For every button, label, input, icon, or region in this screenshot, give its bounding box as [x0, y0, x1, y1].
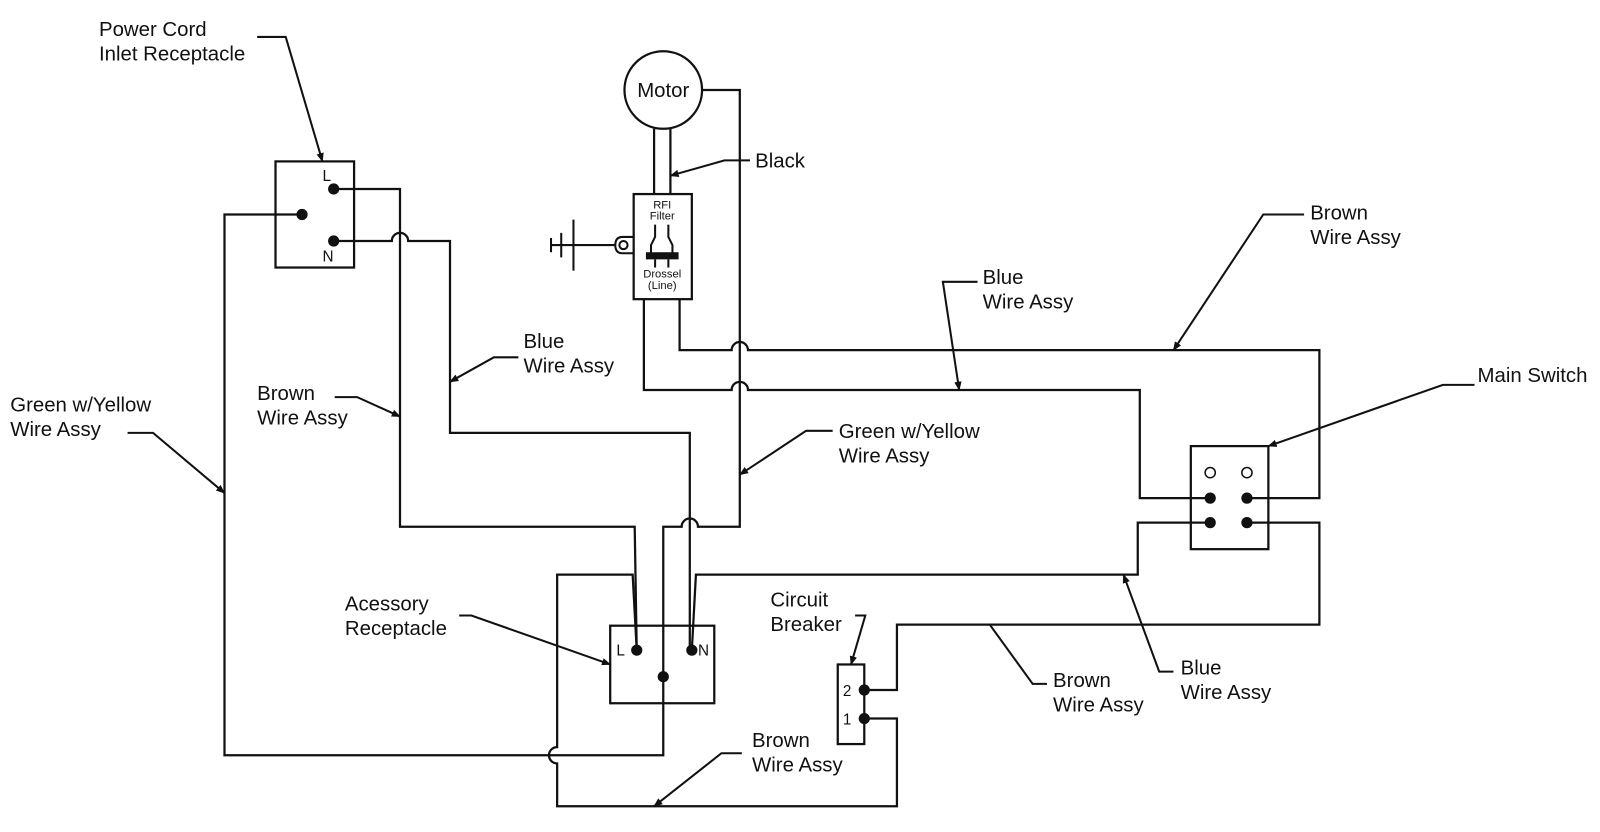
svg-text:Wire Assy: Wire Assy	[839, 445, 930, 467]
leader-black	[669, 159, 750, 177]
motor-label: Motor	[637, 80, 689, 102]
wire-brown-rfi-switch	[678, 299, 1321, 500]
svg-text:Green w/Yellow: Green w/Yellow	[10, 394, 151, 416]
wire-blue-rfi-switch	[642, 299, 1211, 500]
breaker-terminal-2-label: 2	[843, 683, 852, 700]
wire-blue-inlet-n	[333, 231, 691, 651]
leader-power-inlet	[257, 35, 324, 163]
svg-text:Power Cord: Power Cord	[99, 19, 207, 41]
svg-text:Wire Assy: Wire Assy	[1310, 227, 1401, 249]
svg-text:Wire Assy: Wire Assy	[1181, 682, 1272, 704]
leader-green-yellow-mid	[739, 429, 833, 476]
label-green-yellow-left: Green w/Yellow Wire Assy	[10, 394, 151, 440]
svg-text:Breaker: Breaker	[770, 614, 842, 636]
svg-text:Receptacle: Receptacle	[345, 618, 447, 640]
svg-text:Blue: Blue	[1181, 658, 1222, 680]
wire-blue-accessory-switch	[690, 521, 1211, 651]
chassis-ground-icon	[550, 219, 616, 271]
motor: Motor	[623, 50, 704, 195]
breaker-terminal-1-label: 1	[843, 712, 852, 729]
svg-text:Wire Assy: Wire Assy	[983, 291, 1074, 313]
label-circuit-breaker: Circuit Breaker	[770, 589, 842, 635]
label-blue-bottom-right: Blue Wire Assy	[1181, 658, 1272, 704]
svg-text:Blue: Blue	[983, 267, 1024, 289]
label-black: Black	[755, 151, 806, 173]
svg-text:Brown: Brown	[1310, 203, 1368, 225]
label-power-inlet: Power Cord Inlet Receptacle	[99, 19, 245, 65]
leader-blue-bottom-right	[1122, 573, 1174, 673]
label-brown-top: Brown Wire Assy	[1310, 203, 1401, 249]
svg-text:Brown: Brown	[752, 730, 810, 752]
svg-text:Wire Assy: Wire Assy	[752, 755, 843, 777]
label-brown-bottom-right: Brown Wire Assy	[1053, 670, 1144, 716]
leader-brown-bottom-right	[988, 624, 1047, 685]
leader-brown-left	[334, 396, 401, 418]
circuit-breaker: 2 1	[836, 663, 870, 746]
choke-core	[645, 252, 679, 260]
accessory-l-label: L	[616, 642, 625, 659]
svg-text:Wire Assy: Wire Assy	[257, 408, 348, 430]
svg-text:Wire Assy: Wire Assy	[1053, 694, 1144, 716]
inlet-l-label: L	[322, 168, 331, 185]
label-brown-bottom: Brown Wire Assy	[752, 730, 843, 776]
leader-blue-left	[449, 356, 519, 383]
leader-main-switch	[1267, 383, 1475, 448]
leader-brown-bottom	[653, 752, 742, 808]
leader-brown-top	[1172, 213, 1305, 351]
filter-label: Filter	[650, 211, 675, 223]
svg-text:Brown: Brown	[257, 383, 315, 405]
inlet-terminal-ground	[296, 208, 308, 221]
line-label: (Line)	[648, 280, 677, 292]
svg-text:Wire Assy: Wire Assy	[10, 419, 101, 441]
leader-blue-top	[941, 280, 978, 391]
rfi-filter: RFI Filter Drossel (Line)	[614, 192, 693, 301]
accessory-n-label: N	[698, 642, 709, 659]
label-blue-top: Blue Wire Assy	[983, 267, 1074, 313]
label-main-switch: Main Switch	[1478, 365, 1588, 387]
svg-text:Brown: Brown	[1053, 670, 1111, 692]
leader-accessory	[459, 614, 612, 666]
rfi-label: RFI	[653, 199, 671, 211]
wire-brown-inlet-l	[333, 187, 638, 651]
wire-green-yellow-ground	[223, 88, 741, 757]
ground-lug	[618, 239, 629, 251]
svg-text:Acessory: Acessory	[345, 593, 430, 615]
label-brown-left: Brown Wire Assy	[257, 383, 348, 429]
svg-text:Inlet Receptacle: Inlet Receptacle	[99, 43, 245, 65]
svg-text:Circuit: Circuit	[770, 589, 828, 611]
svg-text:Wire Assy: Wire Assy	[523, 356, 614, 378]
label-accessory-receptacle: Acessory Receptacle	[345, 593, 447, 639]
leader-green-yellow-left	[127, 431, 226, 494]
svg-text:Blue: Blue	[523, 331, 564, 353]
power-cord-inlet-receptacle: L N	[274, 160, 356, 269]
label-green-yellow-mid: Green w/Yellow Wire Assy	[839, 421, 980, 467]
inlet-n-label: N	[322, 248, 333, 265]
wire-brown-accessory-breaker	[547, 573, 899, 808]
label-blue-left: Blue Wire Assy	[523, 331, 614, 377]
drossel-label: Drossel	[643, 269, 681, 281]
wire-brown-switch-breaker	[864, 521, 1321, 692]
leader-circuit-breaker	[849, 614, 867, 666]
svg-text:Green w/Yellow: Green w/Yellow	[839, 421, 980, 443]
